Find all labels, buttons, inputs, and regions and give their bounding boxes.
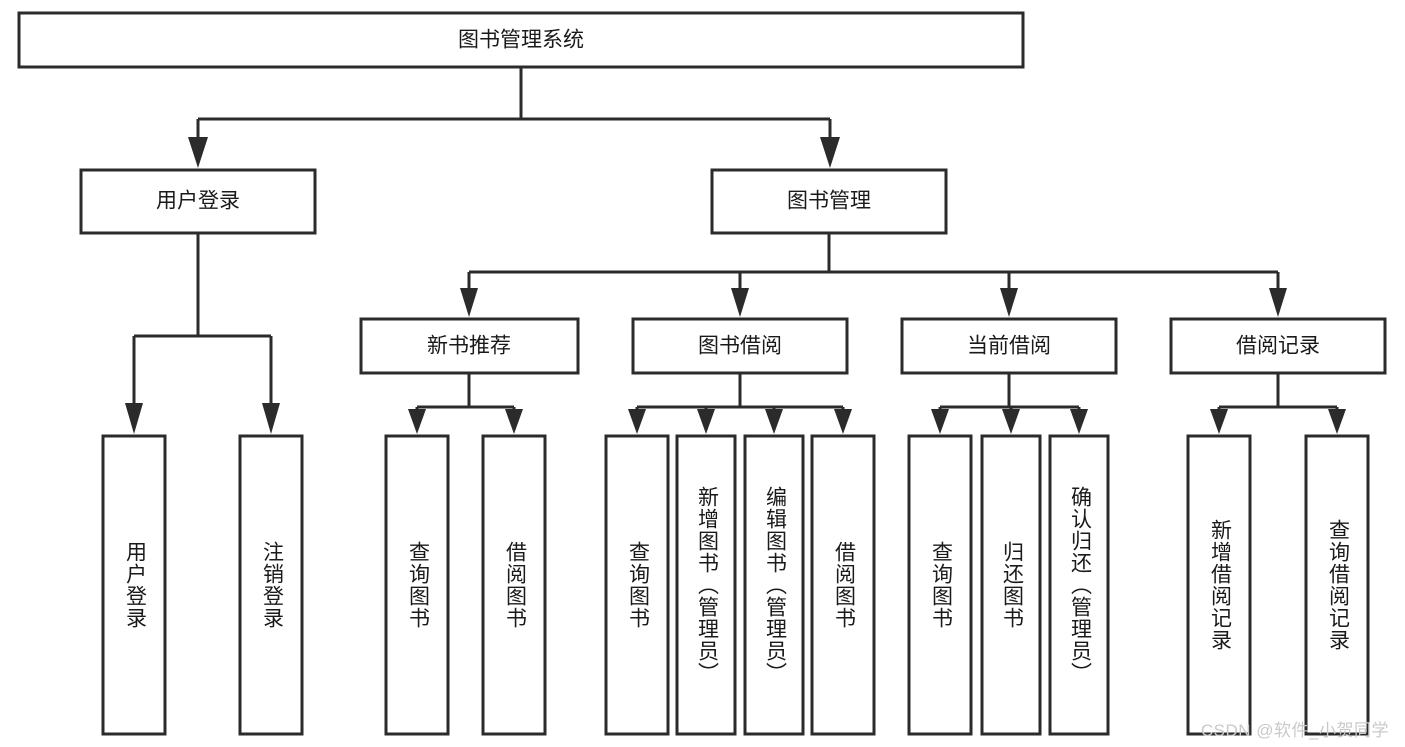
arrow-head-icon <box>1210 409 1228 434</box>
node-current-borrow-box[interactable] <box>900 317 1118 375</box>
node-book-manage[interactable]: 图书管理 <box>710 168 948 235</box>
node-current-borrow[interactable]: 当前借阅 <box>900 317 1118 375</box>
arrow-head-icon <box>765 409 783 434</box>
arrow-head-icon <box>697 409 715 434</box>
node-borrow-record[interactable]: 借阅记录 <box>1169 317 1387 375</box>
arrow-head-icon <box>262 403 280 434</box>
leaf-node[interactable]: 编辑图书（管理员） <box>743 434 805 736</box>
arrow-head-icon <box>408 409 426 434</box>
node-user-login-box[interactable] <box>79 168 317 235</box>
node-borrow-record-box[interactable] <box>1169 317 1387 375</box>
node-user-login-label: 用户登录 <box>156 190 240 213</box>
node-root[interactable]: 图书管理系统 <box>17 11 1025 69</box>
node-root-label: 图书管理系统 <box>458 29 584 52</box>
node-new-book-recommend-box[interactable] <box>359 317 580 375</box>
leaf-node-label: 借阅图书 <box>503 541 527 629</box>
leaf-node[interactable]: 借阅图书 <box>810 434 876 736</box>
leaf-node[interactable]: 注销登录 <box>238 434 304 736</box>
node-root-box[interactable] <box>17 11 1025 69</box>
leaf-node-label: 编辑图书（管理员） <box>763 486 787 684</box>
leaf-node-box[interactable] <box>675 434 737 736</box>
arrow-head-icon <box>188 137 208 168</box>
leaf-node-box[interactable] <box>101 434 167 736</box>
leaf-node[interactable]: 查询图书 <box>384 434 450 736</box>
leaf-node[interactable]: 借阅图书 <box>481 434 547 736</box>
leaf-node-label: 新增借阅记录 <box>1208 519 1232 651</box>
connector-group-root <box>188 67 840 168</box>
arrow-head-icon <box>505 409 523 434</box>
connector-group-book-borrow <box>628 373 852 434</box>
leaf-node[interactable]: 新增借阅记录 <box>1186 434 1252 736</box>
arrow-head-icon <box>931 409 949 434</box>
leaf-node[interactable]: 确认归还（管理员） <box>1048 434 1110 736</box>
arrow-head-icon <box>460 288 478 317</box>
leaf-node-box[interactable] <box>1304 434 1370 736</box>
node-book-manage-label: 图书管理 <box>787 190 871 213</box>
leaf-node-box[interactable] <box>604 434 670 736</box>
leaf-node-label: 确认归还（管理员） <box>1068 486 1092 684</box>
leaf-node[interactable]: 查询借阅记录 <box>1304 434 1370 736</box>
leaf-node-label: 借阅图书 <box>832 541 856 629</box>
arrow-head-icon <box>125 403 143 434</box>
node-book-manage-box[interactable] <box>710 168 948 235</box>
leaf-node[interactable]: 查询图书 <box>907 434 973 736</box>
arrow-head-icon <box>1070 409 1088 434</box>
arrow-head-icon <box>1000 288 1018 317</box>
node-book-borrow[interactable]: 图书借阅 <box>631 317 849 375</box>
leaf-node-box[interactable] <box>384 434 450 736</box>
node-new-book-recommend-label: 新书推荐 <box>427 335 511 358</box>
leaf-node-box[interactable] <box>907 434 973 736</box>
arrow-head-icon <box>834 409 852 434</box>
node-current-borrow-label: 当前借阅 <box>967 335 1051 358</box>
watermark-label: CSDN @软件_小贺同学 <box>1200 721 1389 740</box>
leaf-node-label: 注销登录 <box>260 541 284 629</box>
leaf-node-box[interactable] <box>1186 434 1252 736</box>
leaf-node-label: 查询图书 <box>406 541 430 629</box>
connector-group-current-borrow <box>931 373 1088 434</box>
leaf-node-label: 查询借阅记录 <box>1326 519 1350 651</box>
node-new-book-recommend[interactable]: 新书推荐 <box>359 317 580 375</box>
leaf-node[interactable]: 查询图书 <box>604 434 670 736</box>
leaf-node-label: 用户登录 <box>123 541 147 629</box>
arrow-head-icon <box>1328 409 1346 434</box>
arrow-head-icon <box>628 409 646 434</box>
connector-group-borrow-record <box>1210 373 1346 434</box>
leaf-node[interactable]: 归还图书 <box>980 434 1042 736</box>
node-book-borrow-label: 图书借阅 <box>698 335 782 358</box>
leaf-node-box[interactable] <box>1048 434 1110 736</box>
leaf-node-box[interactable] <box>810 434 876 736</box>
leaf-node-box[interactable] <box>980 434 1042 736</box>
leaf-node-box[interactable] <box>743 434 805 736</box>
arrow-head-icon <box>1002 409 1020 434</box>
leaf-node-label: 归还图书 <box>1000 541 1024 629</box>
arrow-head-icon <box>820 137 840 168</box>
leaf-node-label: 新增图书（管理员） <box>695 486 719 684</box>
leaf-node-box[interactable] <box>481 434 547 736</box>
node-book-borrow-box[interactable] <box>631 317 849 375</box>
node-borrow-record-label: 借阅记录 <box>1236 335 1320 358</box>
leaf-node-label: 查询图书 <box>626 541 650 629</box>
arrow-head-icon <box>1269 288 1287 317</box>
leaf-node-box[interactable] <box>238 434 304 736</box>
leaf-node[interactable]: 用户登录 <box>101 434 167 736</box>
arrow-head-icon <box>731 288 749 317</box>
connector-group-new-book <box>408 373 523 434</box>
connector-group-book-manage <box>460 233 1287 317</box>
leaf-node[interactable]: 新增图书（管理员） <box>675 434 737 736</box>
node-user-login[interactable]: 用户登录 <box>79 168 317 235</box>
connector-group-user-login <box>125 233 280 434</box>
leaf-node-label: 查询图书 <box>929 541 953 629</box>
